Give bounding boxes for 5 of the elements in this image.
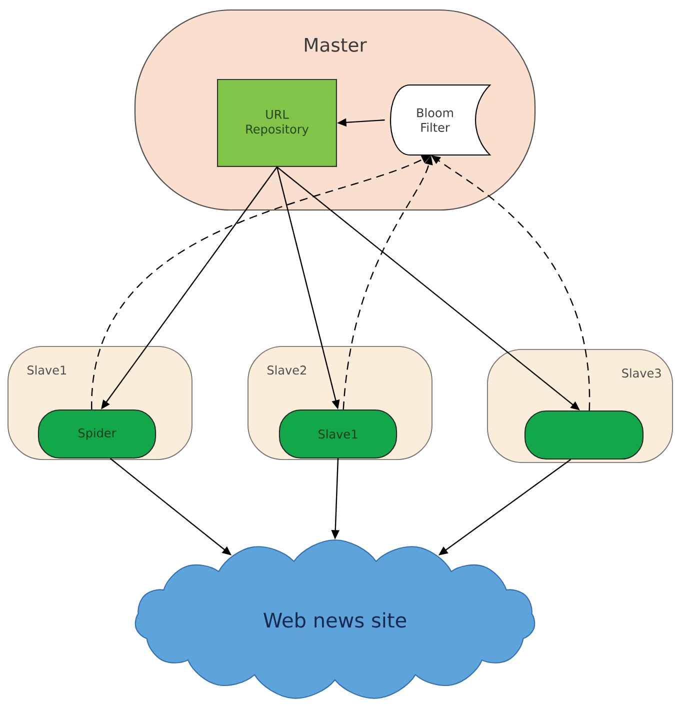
filter-cylinder: Bloom Filter bbox=[390, 84, 491, 156]
repository-box: URL Repository bbox=[217, 79, 337, 167]
spider-box: Slave1 bbox=[278, 409, 398, 459]
spider-box: Spider bbox=[38, 409, 156, 459]
spider-box bbox=[524, 410, 644, 460]
